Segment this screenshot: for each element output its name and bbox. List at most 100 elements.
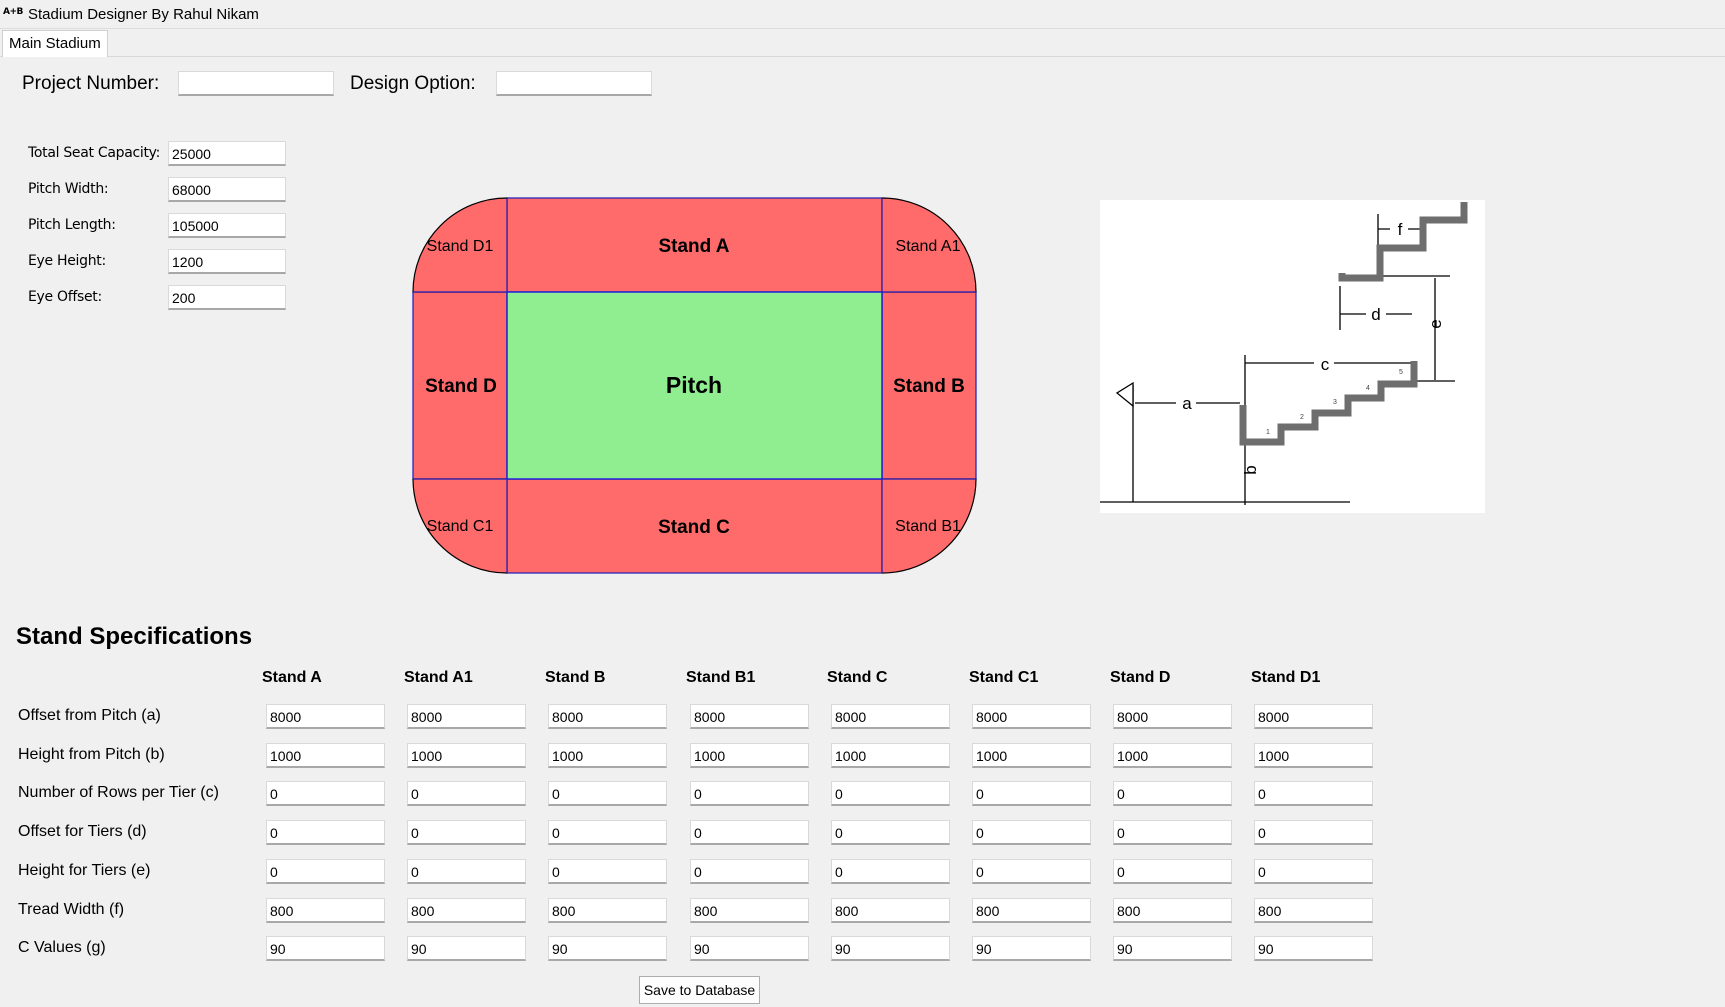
stand-c-label: Stand C <box>658 517 730 538</box>
eye-height-input[interactable] <box>168 249 286 274</box>
stand-a-label: Stand A <box>658 236 729 257</box>
spec-input-number-of-rows-per-tier-c-stand-a1[interactable] <box>407 781 526 806</box>
spec-input-tread-width-f-stand-b1[interactable] <box>690 898 809 923</box>
total-seat-capacity-input[interactable] <box>168 141 286 166</box>
pitch-length-input[interactable] <box>168 213 286 238</box>
stand-b1-label: Stand B1 <box>895 518 961 535</box>
spec-input-tread-width-f-stand-d1[interactable] <box>1254 898 1373 923</box>
spec-input-number-of-rows-per-tier-c-stand-d[interactable] <box>1113 781 1232 806</box>
column-header-stand-b: Stand B <box>545 669 606 686</box>
spec-row-label-height-for-tiers-e: Height for Tiers (e) <box>18 862 151 879</box>
total-seat-capacity-label: Total Seat Capacity: <box>28 145 161 161</box>
stand-c1-label: Stand C1 <box>427 518 494 535</box>
stand-c1-area[interactable] <box>412 478 508 574</box>
spec-input-height-from-pitch-b-stand-c[interactable] <box>831 743 950 768</box>
title-bar <box>0 0 1725 29</box>
spec-input-tread-width-f-stand-a1[interactable] <box>407 898 526 923</box>
stand-a-area[interactable] <box>506 197 883 293</box>
spec-input-c-values-g-stand-c[interactable] <box>831 936 950 961</box>
spec-input-offset-from-pitch-a-stand-a[interactable] <box>266 704 385 729</box>
spec-input-height-for-tiers-e-stand-b[interactable] <box>548 859 667 884</box>
pitch-width-input[interactable] <box>168 177 286 202</box>
spec-input-c-values-g-stand-c1[interactable] <box>972 936 1091 961</box>
spec-input-offset-from-pitch-a-stand-c[interactable] <box>831 704 950 729</box>
spec-input-number-of-rows-per-tier-c-stand-a[interactable] <box>266 781 385 806</box>
stand-d1-label: Stand D1 <box>427 238 494 255</box>
tab-main-stadium[interactable]: Main Stadium <box>2 30 108 57</box>
spec-input-offset-from-pitch-a-stand-d[interactable] <box>1113 704 1232 729</box>
stand-a1-label: Stand A1 <box>896 238 961 255</box>
stand-a1-area[interactable] <box>881 197 977 293</box>
spec-input-offset-for-tiers-d-stand-a1[interactable] <box>407 820 526 845</box>
spec-row-label-height-from-pitch-b: Height from Pitch (b) <box>18 746 165 763</box>
spec-input-offset-from-pitch-a-stand-c1[interactable] <box>972 704 1091 729</box>
dim-b-label: b <box>1241 465 1260 474</box>
spec-input-offset-for-tiers-d-stand-c[interactable] <box>831 820 950 845</box>
column-header-stand-c1: Stand C1 <box>969 669 1039 686</box>
spec-input-height-for-tiers-e-stand-a1[interactable] <box>407 859 526 884</box>
stand-b-label: Stand B <box>893 376 965 397</box>
spec-input-tread-width-f-stand-c1[interactable] <box>972 898 1091 923</box>
spec-input-number-of-rows-per-tier-c-stand-c[interactable] <box>831 781 950 806</box>
spec-input-offset-for-tiers-d-stand-a[interactable] <box>266 820 385 845</box>
spec-input-offset-from-pitch-a-stand-b1[interactable] <box>690 704 809 729</box>
design-option-input[interactable] <box>496 71 652 96</box>
spec-input-tread-width-f-stand-c[interactable] <box>831 898 950 923</box>
spec-input-tread-width-f-stand-d[interactable] <box>1113 898 1232 923</box>
spec-input-offset-for-tiers-d-stand-c1[interactable] <box>972 820 1091 845</box>
stand-b1-area[interactable] <box>881 478 977 574</box>
pitch-area[interactable] <box>506 291 883 480</box>
spec-input-height-for-tiers-e-stand-d[interactable] <box>1113 859 1232 884</box>
spec-input-height-for-tiers-e-stand-a[interactable] <box>266 859 385 884</box>
spec-input-c-values-g-stand-b1[interactable] <box>690 936 809 961</box>
spec-input-offset-from-pitch-a-stand-b[interactable] <box>548 704 667 729</box>
spec-input-height-for-tiers-e-stand-c1[interactable] <box>972 859 1091 884</box>
spec-input-height-from-pitch-b-stand-c1[interactable] <box>972 743 1091 768</box>
stand-d-area[interactable] <box>412 291 508 480</box>
column-header-stand-a: Stand A <box>262 669 322 686</box>
project-number-input[interactable] <box>178 71 334 96</box>
spec-input-number-of-rows-per-tier-c-stand-b1[interactable] <box>690 781 809 806</box>
spec-input-c-values-g-stand-a[interactable] <box>266 936 385 961</box>
column-header-stand-a1: Stand A1 <box>404 669 473 686</box>
spec-row-label-tread-width-f: Tread Width (f) <box>18 901 125 918</box>
spec-input-height-from-pitch-b-stand-b[interactable] <box>548 743 667 768</box>
spec-input-height-from-pitch-b-stand-a1[interactable] <box>407 743 526 768</box>
window-title: Stadium Designer By Rahul Nikam <box>28 6 259 23</box>
spec-input-offset-for-tiers-d-stand-d1[interactable] <box>1254 820 1373 845</box>
spec-input-height-for-tiers-e-stand-b1[interactable] <box>690 859 809 884</box>
stand-b-area[interactable] <box>881 291 977 480</box>
spec-input-height-for-tiers-e-stand-d1[interactable] <box>1254 859 1373 884</box>
eye-offset-input[interactable] <box>168 285 286 310</box>
spec-row-label-number-of-rows-per-tier-c: Number of Rows per Tier (c) <box>18 784 219 801</box>
pitch-label: Pitch <box>666 372 722 398</box>
spec-input-offset-for-tiers-d-stand-b[interactable] <box>548 820 667 845</box>
step-1-label: 1 <box>1266 429 1270 436</box>
spec-input-offset-for-tiers-d-stand-b1[interactable] <box>690 820 809 845</box>
save-to-database-button[interactable]: Save to Database <box>639 976 760 1004</box>
spec-input-height-from-pitch-b-stand-a[interactable] <box>266 743 385 768</box>
spec-input-number-of-rows-per-tier-c-stand-b[interactable] <box>548 781 667 806</box>
spec-input-number-of-rows-per-tier-c-stand-c1[interactable] <box>972 781 1091 806</box>
spec-input-c-values-g-stand-d1[interactable] <box>1254 936 1373 961</box>
spec-input-c-values-g-stand-b[interactable] <box>548 936 667 961</box>
spec-input-offset-from-pitch-a-stand-d1[interactable] <box>1254 704 1373 729</box>
spec-input-c-values-g-stand-a1[interactable] <box>407 936 526 961</box>
dim-e-label: e <box>1426 319 1445 328</box>
spec-input-height-from-pitch-b-stand-d[interactable] <box>1113 743 1232 768</box>
spec-input-c-values-g-stand-d[interactable] <box>1113 936 1232 961</box>
spec-input-tread-width-f-stand-a[interactable] <box>266 898 385 923</box>
stadium-layout: Stand A Stand C Stand D Stand B Pitch St… <box>412 197 977 574</box>
dim-d-label: d <box>1371 305 1380 324</box>
spec-input-offset-for-tiers-d-stand-d[interactable] <box>1113 820 1232 845</box>
spec-input-tread-width-f-stand-b[interactable] <box>548 898 667 923</box>
spec-input-height-for-tiers-e-stand-c[interactable] <box>831 859 950 884</box>
stand-section-diagram: a c d f e b 1 2 3 4 5 <box>1100 200 1485 513</box>
step-5-label: 5 <box>1399 369 1403 376</box>
stand-d1-area[interactable] <box>412 197 508 293</box>
pitch-width-label: Pitch Width: <box>28 181 109 197</box>
spec-input-height-from-pitch-b-stand-b1[interactable] <box>690 743 809 768</box>
spec-input-height-from-pitch-b-stand-d1[interactable] <box>1254 743 1373 768</box>
spec-input-offset-from-pitch-a-stand-a1[interactable] <box>407 704 526 729</box>
spec-input-number-of-rows-per-tier-c-stand-d1[interactable] <box>1254 781 1373 806</box>
